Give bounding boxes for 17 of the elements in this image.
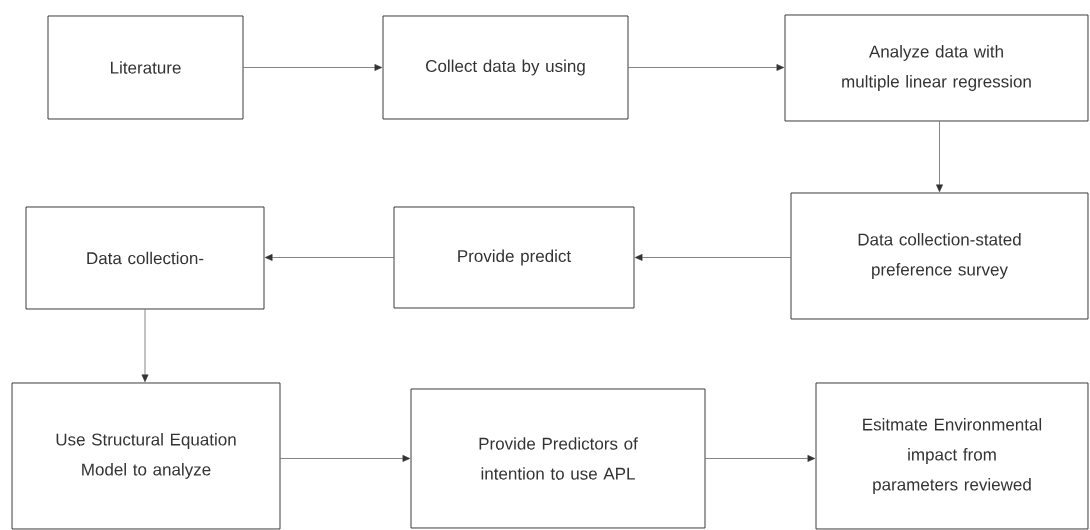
process-box: Data collection- [25,206,265,310]
process-box: Esitmate Environmental impact from parameters reviewed [815,382,1089,530]
process-box: Literature [47,15,244,120]
process-box: Collect data by using [382,15,629,120]
arrow [243,64,383,71]
process-box: Provide Predictors of intention to use APL [410,388,706,529]
arrow [634,254,791,261]
process-box: Provide predict [393,206,635,309]
arrow [264,254,394,261]
process-box: Data collection-stated preference survey [790,192,1089,320]
arrow [705,455,816,462]
arrow [936,121,943,193]
arrow [280,455,411,462]
arrow [141,309,149,383]
arrow [628,64,785,71]
process-box: Analyze data with multiple linear regression [784,14,1089,122]
process-box: Use Structural Equation Model to analyze [11,382,281,530]
